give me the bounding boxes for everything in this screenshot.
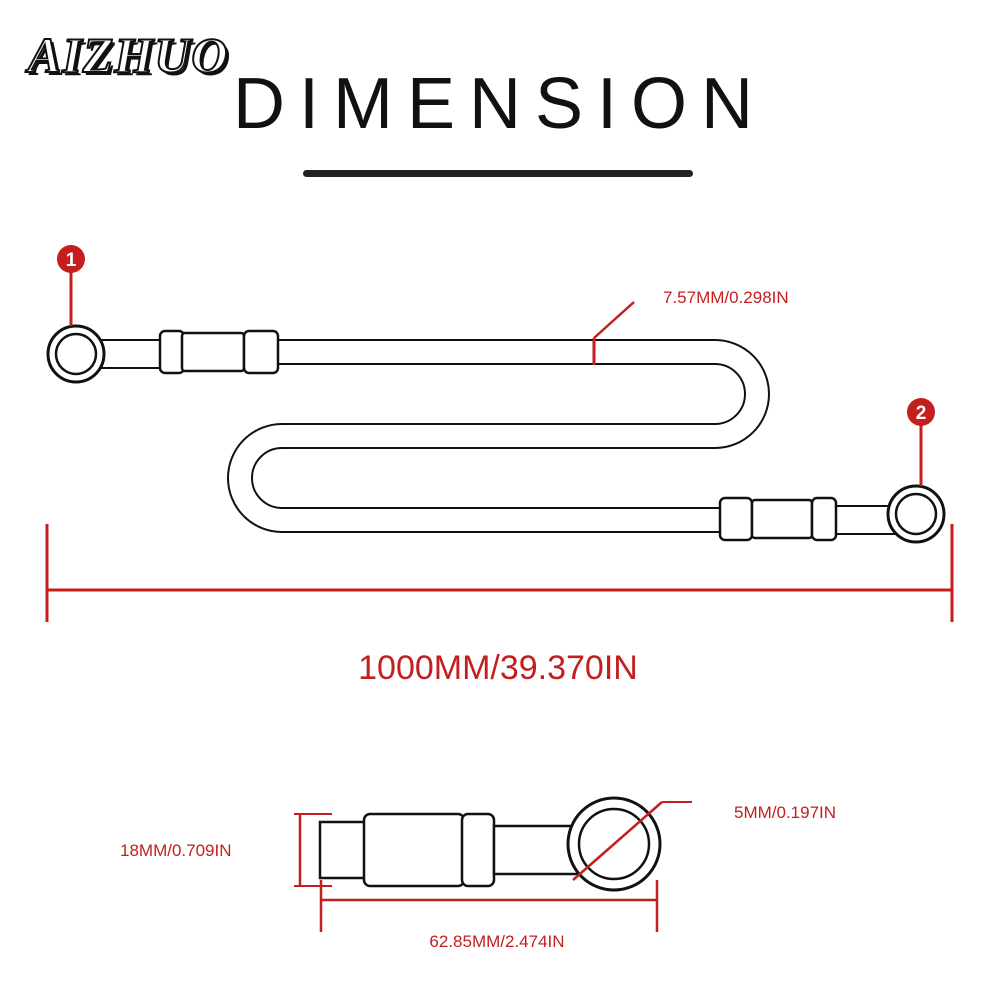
title-underline <box>303 170 693 177</box>
brand-logo: AIZHUO <box>27 27 229 83</box>
banjo-hole-label: 5MM/0.197IN <box>734 803 836 822</box>
total-length-label: 1000MM/39.370IN <box>358 649 638 687</box>
total-length-dimension: 1000MM/39.370IN <box>45 524 954 687</box>
hose-diameter-callout: 7.57MM/0.298IN <box>592 288 789 365</box>
banjo-hole-callout: 5MM/0.197IN <box>572 801 836 881</box>
hose-diameter-label: 7.57MM/0.298IN <box>663 288 789 307</box>
hose-fill <box>229 341 768 531</box>
fitting-length-dimension: 62.85MM/2.474IN <box>319 880 659 951</box>
fitting-diameter-label: 18MM/0.709IN <box>120 841 232 860</box>
end-fitting-1 <box>46 324 280 384</box>
fitting-length-label: 62.85MM/2.474IN <box>429 932 564 951</box>
page-title: DIMENSION <box>232 64 768 144</box>
fitting-diameter-dimension: 18MM/0.709IN <box>120 813 332 887</box>
marker-2: 2 <box>907 398 935 486</box>
fitting-sleeve <box>158 329 186 375</box>
marker-1-label: 1 <box>66 250 77 271</box>
end-fitting-2 <box>718 484 946 544</box>
marker-1: 1 <box>57 245 85 326</box>
brake-hose <box>46 324 946 544</box>
fitting-detail <box>318 796 662 892</box>
marker-2-label: 2 <box>916 403 927 424</box>
